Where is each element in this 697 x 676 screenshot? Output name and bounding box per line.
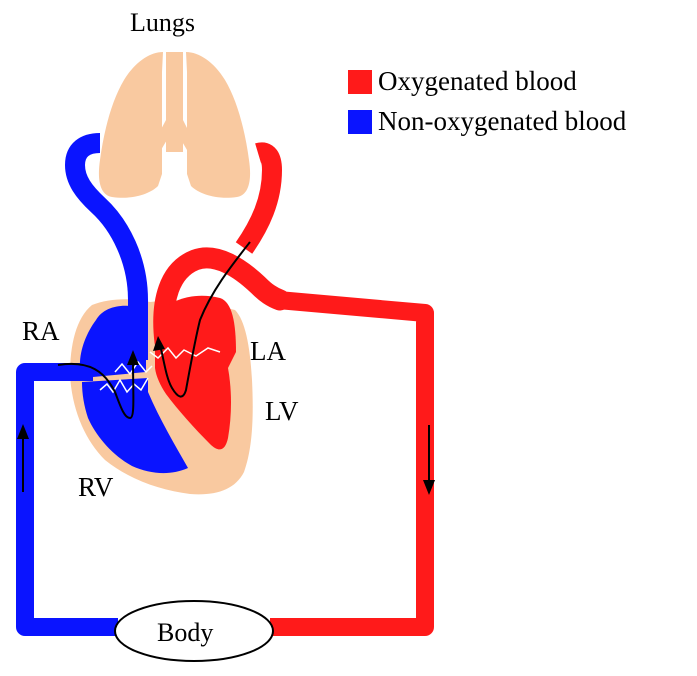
oxygenated-swatch xyxy=(348,70,372,94)
lv-label: LV xyxy=(265,398,299,425)
rv-label: RV xyxy=(78,474,113,501)
la-label: LA xyxy=(250,338,286,365)
body-label: Body xyxy=(157,620,213,646)
left-atrium xyxy=(155,296,236,368)
lungs-shape xyxy=(99,52,250,198)
ra-label: RA xyxy=(22,318,60,345)
legend-item-non-oxygenated: Non-oxygenated blood xyxy=(348,106,626,137)
right-lung xyxy=(186,52,250,198)
aorta-circuit xyxy=(270,300,425,627)
legend-item-oxygenated: Oxygenated blood xyxy=(348,66,577,97)
non-oxygenated-swatch xyxy=(348,110,372,134)
legend-label-non-oxygenated: Non-oxygenated blood xyxy=(378,106,626,137)
left-lung xyxy=(99,52,163,198)
legend-label-oxygenated: Oxygenated blood xyxy=(378,66,577,97)
lungs-label: Lungs xyxy=(130,10,195,36)
